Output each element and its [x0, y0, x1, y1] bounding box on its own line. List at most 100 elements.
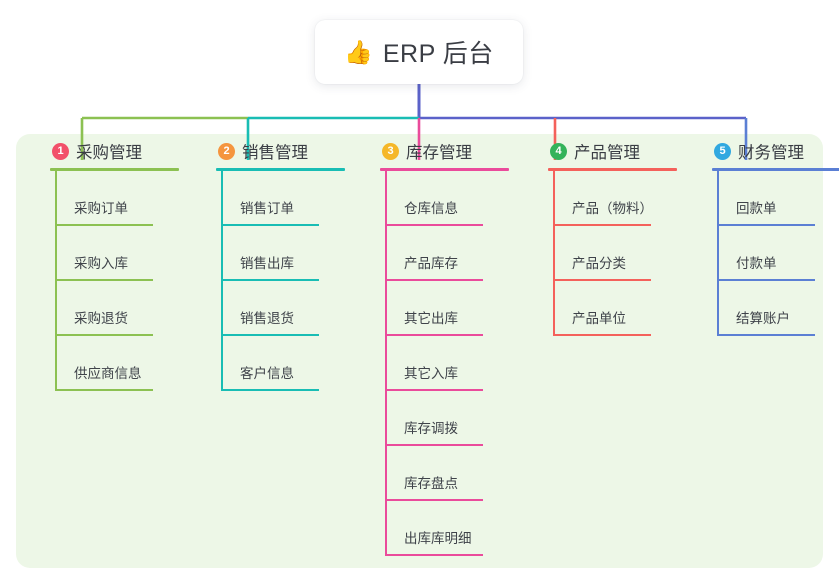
column-items: 产品（物料） 产品分类产品单位 — [553, 171, 688, 336]
column-title: 采购管理 — [76, 144, 142, 162]
list-item-rule — [717, 279, 815, 281]
list-item[interactable]: 产品分类 — [553, 226, 688, 281]
list-item-label: 出库库明细 — [404, 531, 472, 546]
column-badge-1: 1 — [52, 142, 69, 160]
list-item[interactable]: 采购退货 — [55, 281, 190, 336]
list-item[interactable]: 库存盘点 — [385, 446, 520, 501]
column-header-rule — [380, 168, 509, 171]
list-item[interactable]: 仓库信息 — [385, 171, 520, 226]
list-item-label: 产品单位 — [572, 311, 626, 326]
column-header[interactable]: 1 采购管理 — [30, 134, 190, 168]
column-items: 仓库信息产品库存其它出库其它入库库存调拨库存盘点出库库明细 — [385, 171, 520, 556]
root-node-card[interactable]: 👍 ERP 后台 — [315, 20, 523, 84]
column-badge-2: 2 — [218, 142, 235, 160]
column-2: 2 销售管理销售订单销售出库销售退货客户信息 — [196, 134, 356, 391]
column-badge-5: 5 — [714, 142, 731, 160]
list-item-label: 付款单 — [736, 256, 777, 271]
column-header-rule — [216, 168, 345, 171]
column-items: 采购订单采购入库采购退货供应商信息 — [55, 171, 190, 391]
list-item[interactable]: 产品单位 — [553, 281, 688, 336]
list-item[interactable]: 其它入库 — [385, 336, 520, 391]
column-items: 回款单付款单结算账户 — [717, 171, 839, 336]
list-item-label: 采购入库 — [74, 256, 128, 271]
list-item-rule — [553, 224, 651, 226]
column-badge-4: 4 — [550, 142, 567, 160]
list-item-rule — [221, 389, 319, 391]
list-item[interactable]: 销售订单 — [221, 171, 356, 226]
column-items: 销售订单销售出库销售退货客户信息 — [221, 171, 356, 391]
list-item[interactable]: 销售出库 — [221, 226, 356, 281]
column-spine — [553, 171, 555, 336]
list-item[interactable]: 采购入库 — [55, 226, 190, 281]
list-item-rule — [221, 279, 319, 281]
list-item-label: 采购订单 — [74, 201, 128, 216]
root-title: ERP 后台 — [382, 40, 494, 68]
column-3: 3 库存管理仓库信息产品库存其它出库其它入库库存调拨库存盘点出库库明细 — [360, 134, 520, 556]
list-item-rule — [221, 224, 319, 226]
column-badge-3: 3 — [382, 142, 399, 160]
list-item[interactable]: 结算账户 — [717, 281, 839, 336]
column-title: 财务管理 — [738, 144, 804, 162]
column-header[interactable]: 5 财务管理 — [692, 134, 839, 168]
list-item-rule — [385, 554, 483, 556]
column-spine — [717, 171, 719, 336]
column-header-rule — [548, 168, 677, 171]
column-4: 4 产品管理产品（物料） 产品分类产品单位 — [528, 134, 688, 336]
column-header[interactable]: 2 销售管理 — [196, 134, 356, 168]
column-spine — [55, 171, 57, 391]
list-item-label: 销售出库 — [240, 256, 294, 271]
list-item[interactable]: 出库库明细 — [385, 501, 520, 556]
list-item-rule — [553, 279, 651, 281]
list-item-label: 采购退货 — [74, 311, 128, 326]
list-item[interactable]: 客户信息 — [221, 336, 356, 391]
list-item[interactable]: 付款单 — [717, 226, 839, 281]
list-item-rule — [385, 279, 483, 281]
list-item-label: 其它入库 — [404, 366, 458, 381]
list-item-rule — [717, 334, 815, 336]
list-item[interactable]: 采购订单 — [55, 171, 190, 226]
list-item-label: 库存盘点 — [404, 476, 458, 491]
list-item-rule — [385, 499, 483, 501]
list-item[interactable]: 产品库存 — [385, 226, 520, 281]
column-title: 库存管理 — [406, 144, 472, 162]
list-item[interactable]: 销售退货 — [221, 281, 356, 336]
list-item-rule — [55, 334, 153, 336]
diagram-panel — [16, 134, 823, 568]
list-item-label: 仓库信息 — [404, 201, 458, 216]
column-spine — [221, 171, 223, 391]
list-item-rule — [55, 279, 153, 281]
list-item[interactable]: 库存调拨 — [385, 391, 520, 446]
list-item-rule — [221, 334, 319, 336]
list-item[interactable]: 产品（物料） — [553, 171, 688, 226]
column-spine — [385, 171, 387, 556]
column-5: 5 财务管理回款单付款单结算账户 — [692, 134, 839, 336]
thumbs-up-icon: 👍 — [344, 38, 373, 65]
list-item-label: 供应商信息 — [74, 366, 142, 381]
column-header[interactable]: 3 库存管理 — [360, 134, 520, 168]
list-item-rule — [385, 389, 483, 391]
list-item-rule — [385, 444, 483, 446]
column-1: 1 采购管理采购订单采购入库采购退货供应商信息 — [30, 134, 190, 391]
list-item-label: 其它出库 — [404, 311, 458, 326]
column-header[interactable]: 4 产品管理 — [528, 134, 688, 168]
list-item-rule — [55, 224, 153, 226]
list-item-label: 库存调拨 — [404, 421, 458, 436]
column-header-rule — [712, 168, 839, 171]
list-item-label: 客户信息 — [240, 366, 294, 381]
column-title: 销售管理 — [242, 144, 308, 162]
list-item-label: 产品库存 — [404, 256, 458, 271]
list-item-label: 结算账户 — [736, 311, 790, 326]
column-header-rule — [50, 168, 179, 171]
list-item-rule — [717, 224, 815, 226]
list-item-rule — [385, 224, 483, 226]
list-item-label: 销售订单 — [240, 201, 294, 216]
list-item-label: 产品（物料） — [572, 201, 653, 216]
list-item-rule — [385, 334, 483, 336]
list-item-label: 回款单 — [736, 201, 777, 216]
column-container: 1 采购管理采购订单采购入库采购退货供应商信息 2 销售管理销售订单销售出库销售退货客… — [16, 134, 839, 568]
column-title: 产品管理 — [574, 144, 640, 162]
list-item[interactable]: 供应商信息 — [55, 336, 190, 391]
list-item-label: 产品分类 — [572, 256, 626, 271]
list-item[interactable]: 其它出库 — [385, 281, 520, 336]
list-item[interactable]: 回款单 — [717, 171, 839, 226]
